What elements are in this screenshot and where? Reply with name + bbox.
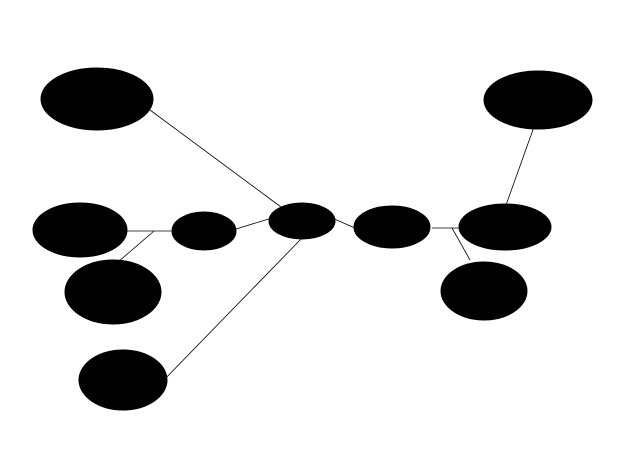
edge-jonkoping-stockholm bbox=[504, 123, 536, 209]
node-kopenhamn: Köpenhamn 300 km 3,5 tim bbox=[78, 349, 168, 411]
node-boras: Borås 23 km 15 min bbox=[171, 211, 237, 251]
node-boras-distance: 23 km bbox=[194, 229, 214, 238]
node-goteborg-title: Göteborg bbox=[55, 209, 105, 223]
node-jonkoping-title: Jönköping bbox=[478, 210, 533, 224]
node-stockholm-shape bbox=[483, 70, 593, 130]
node-stockholm-title: Stockholm bbox=[510, 81, 566, 95]
node-axamo-time: 45 min bbox=[473, 311, 496, 320]
node-ulricehamn-shape bbox=[353, 205, 431, 249]
node-nitta-title: Nitta bbox=[289, 214, 317, 229]
node-landvetter-title-1: Landvetter bbox=[92, 270, 135, 280]
node-oslo-shape bbox=[40, 67, 154, 131]
node-kopenhamn-shape bbox=[78, 349, 168, 411]
node-goteborg-distance: 85 km bbox=[70, 234, 90, 243]
edge-nitta-ulricehamn bbox=[331, 217, 356, 229]
node-jonkoping-time: 50 min bbox=[494, 234, 517, 243]
node-ulricehamn-title: Ulricehamn bbox=[362, 210, 423, 224]
node-landvetter-title-2: Flygplats bbox=[95, 281, 132, 291]
node-boras-shape bbox=[171, 211, 237, 251]
edge-kopenhamn-nitta bbox=[159, 236, 304, 385]
node-landvetter-shape bbox=[64, 259, 162, 325]
node-jonkoping-shape bbox=[458, 203, 552, 251]
edge-jonkoping-axamo bbox=[451, 227, 471, 261]
node-oslo-title: Oslo bbox=[85, 79, 110, 93]
node-goteborg-shape bbox=[32, 202, 128, 258]
node-jonkoping-distance: 66 km bbox=[495, 225, 515, 234]
edge-boras-nitta bbox=[235, 217, 273, 230]
node-axamo-distance: 64 km bbox=[474, 302, 494, 311]
node-oslo: Oslo 350 km 4 tim bbox=[40, 67, 154, 131]
node-axamo-title-2: Flygplats bbox=[466, 280, 503, 290]
edge-landvetter-junction bbox=[117, 230, 155, 263]
node-jonkoping: Jönköping 66 km 50 min bbox=[458, 203, 552, 251]
node-oslo-distance: 350 km bbox=[85, 105, 110, 114]
node-axamo-shape bbox=[440, 261, 528, 321]
node-boras-time: 15 min bbox=[193, 238, 216, 247]
node-stockholm-distance: 390 km bbox=[526, 106, 551, 115]
node-boras-title: Borås bbox=[188, 215, 219, 229]
node-landvetter: Landvetter Flygplats 68 km 40 min bbox=[64, 259, 162, 325]
node-stockholm-time: 4 tim bbox=[530, 115, 546, 124]
node-ulricehamn-distance: 18 km bbox=[382, 225, 402, 234]
node-ulricehamn-time: 15 min bbox=[381, 234, 404, 243]
node-axamo-title-1: Axamo bbox=[470, 269, 498, 279]
node-landvetter-distance: 68 km bbox=[103, 302, 123, 311]
node-kopenhamn-title: Köpenhamn bbox=[91, 362, 156, 376]
node-kopenhamn-distance: 300 km bbox=[111, 385, 136, 394]
edge-oslo-nitta bbox=[149, 109, 286, 211]
node-landvetter-time: 40 min bbox=[102, 311, 125, 320]
connection-lines bbox=[117, 109, 536, 385]
node-stockholm: Stockholm 390 km 4 tim bbox=[483, 70, 593, 130]
node-oslo-time: 4 tim bbox=[89, 114, 105, 123]
node-nitta: Nitta bbox=[268, 202, 336, 240]
node-ulricehamn: Ulricehamn 18 km 15 min bbox=[353, 205, 431, 249]
node-kopenhamn-time: 3,5 tim bbox=[112, 394, 135, 403]
node-axamo: Axamo Flygplats 64 km 45 min bbox=[440, 261, 528, 321]
node-goteborg-time: 50 min bbox=[69, 243, 92, 252]
node-nitta-shape bbox=[268, 202, 336, 240]
node-goteborg: Göteborg 85 km 50 min bbox=[32, 202, 128, 258]
